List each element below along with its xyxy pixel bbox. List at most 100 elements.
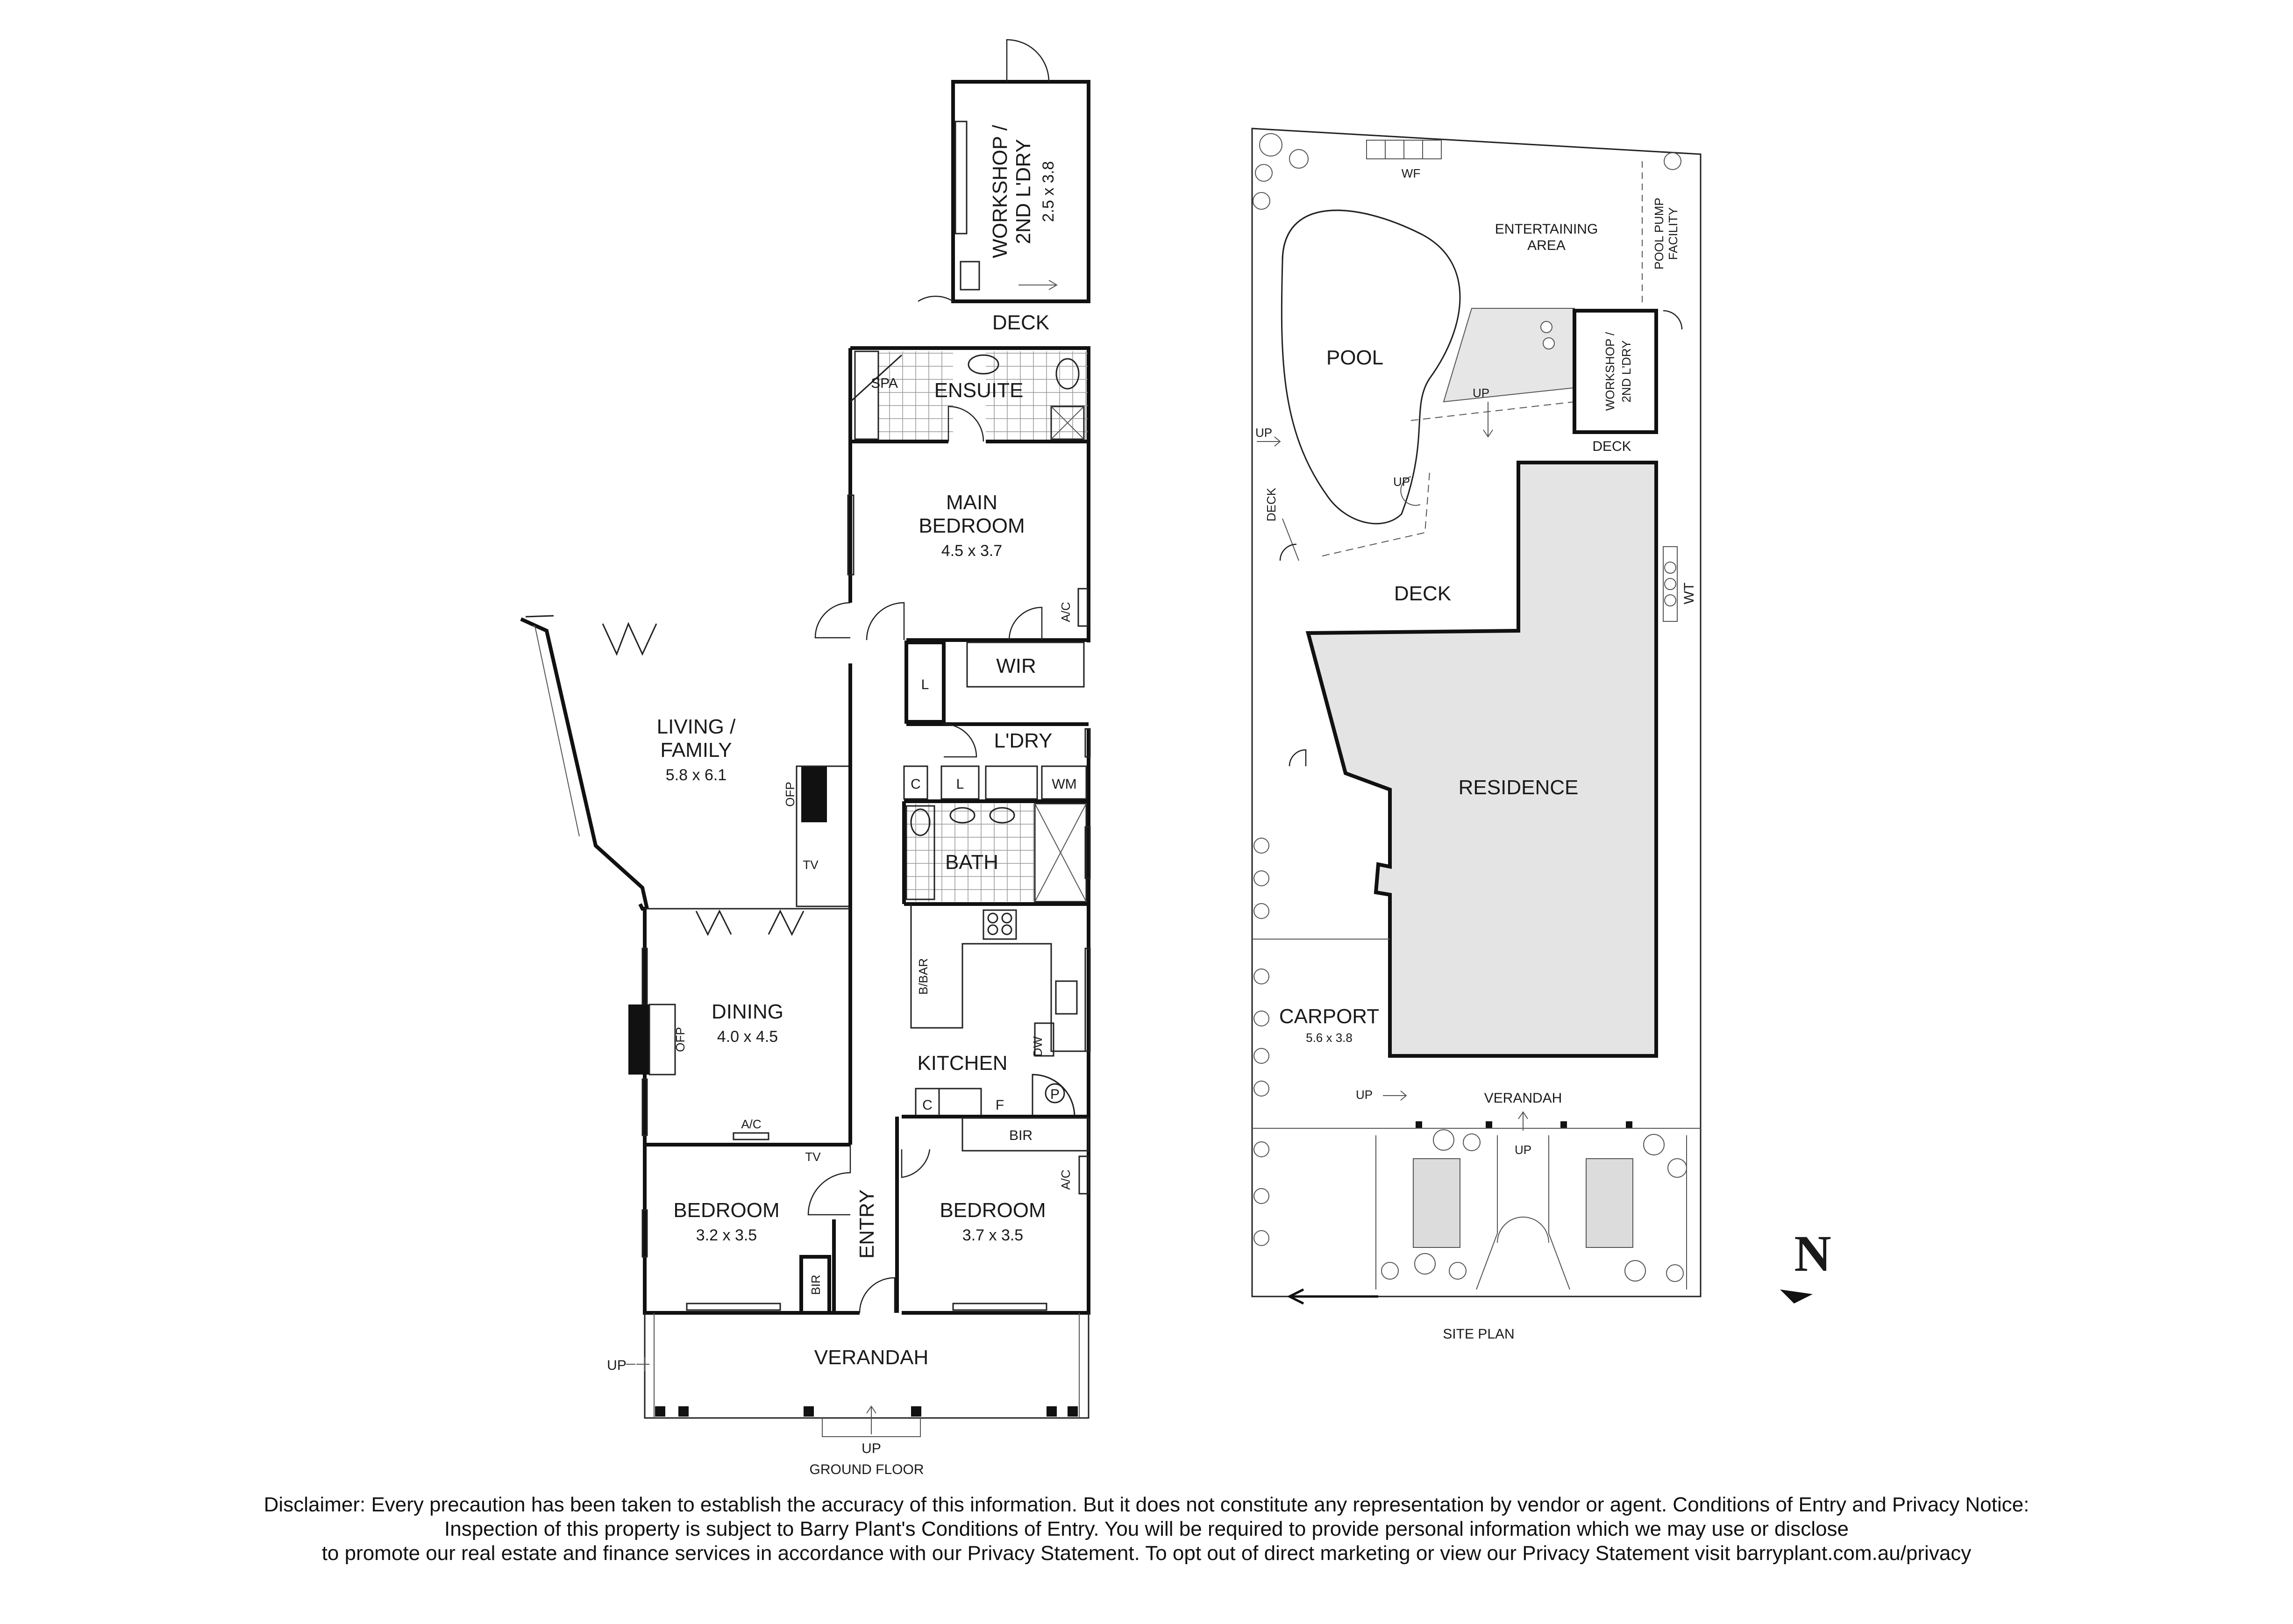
dining-room: OFP DINING 4.0 x 4.5 A/C	[628, 947, 850, 1147]
bath-label: BATH	[945, 851, 998, 874]
disclaimer-line-3: to promote our real estate and finance s…	[321, 1542, 1972, 1565]
bath-room: BATH	[902, 801, 1091, 906]
bedroom-right-dimensions: 3.7 x 3.5	[962, 1226, 1023, 1244]
upper-deck-shaded	[1443, 308, 1575, 403]
bedroom-left-bir-label: BIR	[809, 1275, 823, 1295]
north-label: N	[1794, 1225, 1831, 1282]
site-workshop-label: WORKSHOP /	[1603, 332, 1617, 411]
workshop-label: WORKSHOP /	[989, 125, 1011, 258]
ensuite-room: SPA ENSUITE	[849, 350, 1089, 443]
carport-label: CARPORT	[1279, 1005, 1379, 1028]
dining-label: DINING	[712, 1000, 783, 1023]
entertaining-label-2: AREA	[1527, 238, 1566, 253]
fridge-label: F	[996, 1097, 1004, 1113]
living-fireplace	[801, 766, 827, 822]
verandah-area: VERANDAH UP UP	[607, 1313, 1090, 1456]
spa-label: SPA	[871, 376, 898, 391]
residence	[1305, 461, 1658, 1058]
bedroom-right-ac-label: A/C	[1059, 1169, 1073, 1190]
carport: CARPORT 5.6 x 3.8	[1252, 939, 1390, 1045]
garden-bed-left	[1413, 1158, 1460, 1248]
laundry-room: L'DRY C L WM	[903, 722, 1091, 803]
ground-floor-title: GROUND FLOOR	[809, 1462, 924, 1477]
disclaimer: Disclaimer: Every precaution has been ta…	[0, 1493, 2293, 1566]
site-up-label: UP	[1473, 386, 1489, 400]
kitchen-bir-label: BIR	[1009, 1128, 1033, 1143]
deck-door	[918, 295, 954, 302]
living-label: LIVING /	[657, 715, 736, 738]
carport-dimensions: 5.6 x 3.8	[1306, 1031, 1353, 1045]
breakfast-bar-label: B/BAR	[916, 958, 930, 995]
ensuite-label: ENSUITE	[934, 379, 1024, 402]
entry-room: ENTRY	[855, 1117, 899, 1313]
main-bedroom-label: MAIN	[946, 491, 997, 514]
side-deck-label: DECK	[1264, 487, 1278, 521]
site-plan: WF ENTERTAINING AREA POOL PUMP FACILITY …	[1251, 128, 1702, 1342]
laundry-l-label: L	[956, 776, 964, 792]
verandah-label: VERANDAH	[814, 1346, 929, 1369]
living-dimensions: 5.8 x 6.1	[666, 766, 726, 784]
workshop-label-2: 2ND L'DRY	[1012, 139, 1035, 244]
north-compass: N	[1780, 1225, 1831, 1303]
main-bedroom-label-2: BEDROOM	[919, 514, 1025, 537]
front-up-label: UP	[1515, 1143, 1531, 1157]
site-boundary	[1251, 128, 1702, 1297]
main-bedroom-dimensions: 4.5 x 3.7	[941, 542, 1002, 560]
workshop-dimensions: 2.5 x 3.8	[1040, 161, 1057, 222]
deck-label: DECK	[992, 311, 1049, 334]
ground-floor-plan: WORKSHOP / 2ND L'DRY 2.5 x 3.8 DECK SPA …	[520, 39, 1091, 1477]
wf-feature: WF	[1366, 140, 1442, 180]
carport-up-label: UP	[1356, 1088, 1373, 1102]
living-family-room: LIVING / FAMILY 5.8 x 6.1 OFP TV	[520, 602, 852, 1145]
site-verandah-label: VERANDAH	[1484, 1090, 1562, 1106]
side-up-label: UP	[1255, 426, 1272, 440]
bedroom-right-label: BEDROOM	[940, 1199, 1046, 1222]
wf-label: WF	[1402, 166, 1420, 180]
site-trees	[1253, 133, 1687, 1282]
dishwasher-label: DW	[1031, 1036, 1045, 1057]
main-bedroom-room: MAIN BEDROOM 4.5 x 3.7 A/C	[847, 491, 1089, 642]
linen-closet	[904, 641, 946, 724]
kitchen-c-label: C	[922, 1097, 933, 1113]
living-label-2: FAMILY	[660, 739, 732, 762]
site-plan-title: SITE PLAN	[1443, 1326, 1514, 1342]
living-tv-label: TV	[803, 858, 819, 872]
pool-pump-label-2: FACILITY	[1666, 207, 1680, 260]
bedroom-left-label: BEDROOM	[673, 1199, 779, 1222]
pool-pump-label: POOL PUMP	[1652, 198, 1666, 270]
wir-box	[966, 641, 1085, 688]
site-deck-label: DECK	[1592, 439, 1631, 454]
deck-main-label: DECK	[1394, 582, 1451, 605]
residence-label: RESIDENCE	[1459, 776, 1579, 799]
disclaimer-line-2: Inspection of this property is subject t…	[444, 1517, 1849, 1540]
site-workshop-label-2: 2ND L'DRY	[1619, 340, 1633, 402]
kitchen-label: KITCHEN	[917, 1052, 1007, 1075]
laundry-c-label: C	[911, 776, 921, 792]
dining-ac-label: A/C	[741, 1117, 761, 1131]
entry-label: ENTRY	[855, 1190, 878, 1259]
laundry-label: L'DRY	[994, 729, 1053, 752]
dining-ofp-label: OFP	[673, 1027, 687, 1052]
bedroom-left-tv-label: TV	[805, 1150, 821, 1164]
verandah-front-up-label: UP	[862, 1441, 881, 1456]
dining-dimensions: 4.0 x 4.5	[717, 1028, 778, 1046]
pool-label: POOL	[1326, 346, 1383, 369]
bedroom-left-dimensions: 3.2 x 3.5	[696, 1226, 757, 1244]
garden-bed-right	[1586, 1158, 1633, 1248]
workshop-room: WORKSHOP / 2ND L'DRY 2.5 x 3.8	[951, 39, 1090, 303]
living-ofp-label: OFP	[783, 782, 797, 806]
pantry-label: P	[1050, 1087, 1060, 1102]
linen-label: L	[921, 677, 929, 692]
bedroom-left-room: TV BEDROOM 3.2 x 3.5 BIR	[641, 1145, 851, 1315]
entertaining-label: ENTERTAINING	[1495, 221, 1598, 237]
wir-label: WIR	[996, 655, 1036, 677]
main-bedroom-ac-label: A/C	[1059, 602, 1073, 622]
site-workshop	[1573, 309, 1658, 434]
disclaimer-line-1: Disclaimer: Every precaution has been ta…	[263, 1493, 2030, 1516]
pool-up-label: UP	[1393, 475, 1410, 489]
kitchen-room: B/BAR DW KITCHEN C F P BIR	[902, 904, 1091, 1152]
bedroom-right-room: A/C BEDROOM 3.7 x 3.5	[901, 1149, 1090, 1311]
washing-machine-label: WM	[1052, 776, 1076, 792]
verandah-side-up-label: UP	[607, 1358, 627, 1373]
